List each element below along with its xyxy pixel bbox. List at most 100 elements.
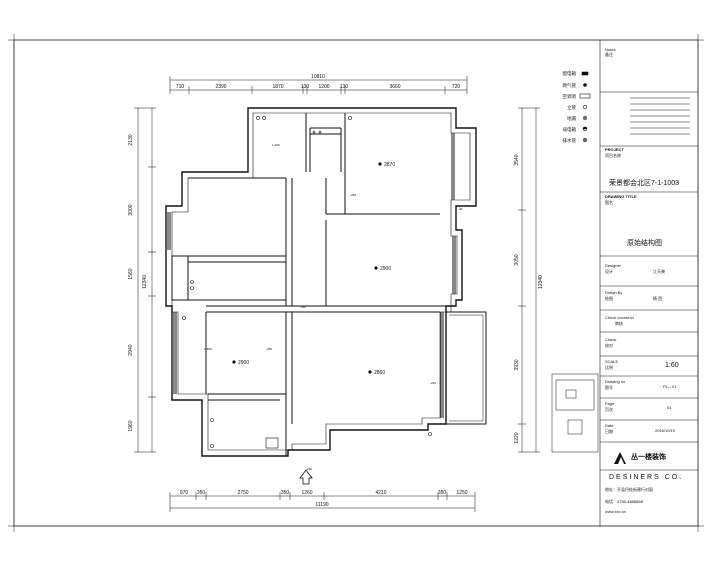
svg-text:弱电箱: 弱电箱 [563, 126, 577, 133]
svg-text:燃气管: 燃气管 [563, 82, 577, 89]
beam-annotations: -280 -40 -180 -280 -240 -230 L-200 L-850 [204, 143, 463, 471]
date-value: 2016/10/19 [655, 428, 676, 433]
drawing-title-heading: DRAWING TITLE [605, 194, 637, 199]
svg-text:710: 710 [176, 84, 185, 90]
svg-text:2860: 2860 [374, 370, 385, 376]
drawing-no-value: PL---01 [663, 384, 677, 389]
svg-text:-230: -230 [306, 467, 312, 471]
svg-text:1220: 1220 [514, 432, 520, 443]
drawing-no-label: Drawing no [605, 379, 626, 384]
designer-sub: 设计 [605, 269, 613, 274]
svg-text:-280: -280 [266, 347, 272, 351]
svg-text:970: 970 [180, 490, 189, 496]
svg-text:1260: 1260 [301, 490, 312, 496]
top-dimensions [169, 76, 468, 94]
svg-text:130: 130 [340, 84, 349, 90]
crop-marks [8, 34, 704, 532]
svg-text:1200: 1200 [318, 84, 329, 90]
drawing-title-sub: 图名 [605, 200, 613, 205]
svg-text:L-200: L-200 [272, 143, 280, 147]
designer-value: 江天晓 [653, 269, 665, 274]
notes-sub: 备注 [605, 52, 613, 57]
company-web: www.xxx.cn [605, 509, 626, 514]
designer-label: Designer [605, 263, 622, 268]
svg-text:-240: -240 [430, 381, 436, 385]
svg-text:350: 350 [438, 490, 447, 496]
svg-text:2940: 2940 [128, 344, 134, 355]
svg-text:3930: 3930 [514, 359, 520, 370]
company-logo-icon [614, 452, 626, 464]
pipe-symbols [182, 116, 432, 449]
bottom-total-dim: 11190 [315, 502, 328, 508]
project-heading: PROJECT [605, 147, 624, 152]
drawing-no-sub: 图号 [605, 385, 613, 390]
check-construct-label: Check construct [605, 315, 634, 320]
date-label: Date [605, 423, 614, 428]
bottom-dimensions [169, 492, 476, 512]
company-address: 地址：开县丹桂街建行对面 [605, 487, 653, 492]
page-sub: 页次 [605, 407, 613, 412]
svg-text:配电箱: 配电箱 [563, 70, 577, 77]
left-dimensions [134, 107, 156, 453]
svg-text:排水管: 排水管 [563, 137, 577, 144]
svg-text:-40: -40 [458, 207, 463, 211]
svg-text:1870: 1870 [272, 84, 283, 90]
svg-text:350: 350 [197, 490, 206, 496]
svg-text:-180: -180 [300, 305, 306, 309]
top-total-dim: 10810 [311, 74, 325, 80]
key-plan-thumbnail [551, 373, 599, 453]
legend-symbols [579, 71, 591, 143]
legend-labels: 配电箱 燃气管 空调洞 立管 地漏 弱电箱 排水管 [563, 70, 577, 144]
svg-text:2870: 2870 [384, 162, 395, 168]
svg-text:L-850: L-850 [204, 347, 212, 351]
company-english: DESINERS CO. [609, 474, 684, 481]
svg-text:1250: 1250 [456, 490, 467, 496]
drawn-by-label: Drawn By [605, 290, 623, 295]
svg-text:1560: 1560 [128, 268, 134, 279]
svg-text:2390: 2390 [215, 84, 226, 90]
svg-text:2900: 2900 [380, 266, 391, 272]
title-block: Notes 备注 PROJECT 项目名称 荣景都会北区7-1-1003 DRA… [601, 40, 697, 526]
svg-text:2750: 2750 [237, 490, 248, 496]
drawing-title: 原始结构图 [627, 240, 662, 247]
svg-text:2900: 2900 [238, 360, 249, 366]
top-dim-labels: 710 2390 1870 130 1200 130 3660 720 [176, 84, 461, 90]
room-height-markers: 2870 2900 2900 2860 [238, 162, 395, 376]
svg-text:3540: 3540 [514, 154, 520, 165]
left-total-dim: 12340 [142, 275, 148, 289]
page-label: Page [605, 401, 615, 406]
project-value: 荣景都会北区7-1-1003 [609, 180, 680, 187]
drawn-by-sub: 绘图 [605, 296, 613, 301]
title-block-lines [600, 91, 698, 471]
scale-value: 1:60 [665, 362, 679, 369]
svg-text:4210: 4210 [375, 490, 386, 496]
svg-text:2130: 2130 [128, 134, 134, 145]
left-dim-labels: 2130 3000 1560 2940 1960 12340 [128, 134, 148, 431]
page-value: 01 [667, 405, 672, 410]
svg-text:立管: 立管 [567, 104, 576, 111]
notes-heading: Notes [605, 47, 616, 52]
check-construct-sub: 审核 [615, 321, 623, 326]
svg-text:350: 350 [281, 490, 290, 496]
svg-text:空调洞: 空调洞 [563, 93, 577, 100]
drawn-by-value: 杨 西 [653, 296, 663, 301]
check-label: Check [605, 337, 617, 342]
company-logo-text: 丛一楼装饰 [631, 454, 666, 461]
right-dim-labels: 3540 3050 3930 1220 12340 [514, 154, 544, 443]
right-dimensions [518, 107, 540, 453]
svg-text:地漏: 地漏 [567, 115, 576, 122]
svg-text:130: 130 [301, 84, 310, 90]
date-sub: 日期 [605, 429, 613, 434]
company-tel: 电话：0755-4888888 [605, 499, 643, 504]
svg-text:-280: -280 [350, 193, 356, 197]
check-sub: 校对 [605, 343, 613, 348]
scale-label: SCALE [605, 359, 619, 364]
svg-text:720: 720 [452, 84, 461, 90]
scale-sub: 比例 [605, 365, 613, 370]
ceiling-height-icons [232, 162, 382, 374]
svg-text:3000: 3000 [128, 204, 134, 215]
floor-plan-walls [165, 107, 487, 457]
project-name-label: 项目名称 [605, 153, 621, 158]
sheet-border [13, 39, 699, 527]
